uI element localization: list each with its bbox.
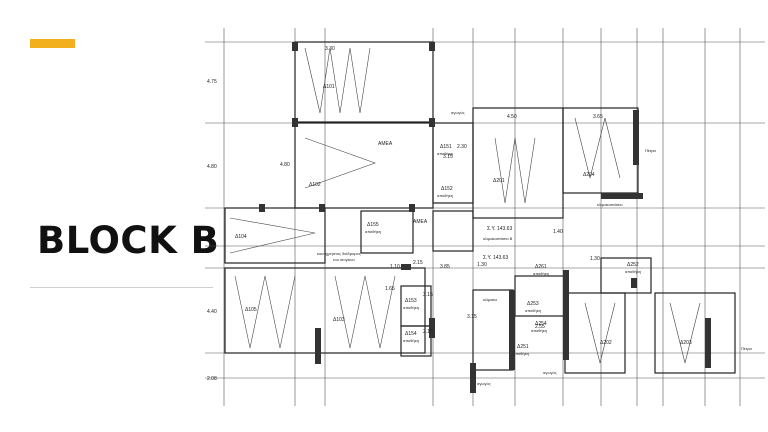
room-label: Δ154 bbox=[405, 331, 417, 337]
dim-label: 4.50 bbox=[507, 114, 517, 120]
dim-label: 2.15 bbox=[423, 329, 433, 335]
note-label: αγωγός bbox=[477, 381, 491, 386]
dim-label: 1.30 bbox=[590, 256, 600, 262]
note-label: του ισογείου bbox=[333, 257, 355, 262]
room-sublabel: αποθήκη bbox=[437, 193, 453, 198]
dim-label: 2.15 bbox=[413, 260, 423, 266]
dim-label: 3.30 bbox=[325, 46, 335, 52]
room-sublabel: αποθήκη bbox=[533, 271, 549, 276]
room-label: Δ254 bbox=[535, 321, 547, 327]
room-label: Δ155 bbox=[367, 222, 379, 228]
accent-bar bbox=[30, 39, 75, 48]
dim-label: 4.75 bbox=[207, 79, 217, 85]
room-sublabel: αποθήκη bbox=[525, 308, 541, 313]
stair-hatching bbox=[229, 47, 701, 364]
note-label: κλιμακοστάσιο bbox=[597, 202, 623, 207]
dim-label: 3.85 bbox=[440, 264, 450, 270]
room-sublabel: αποθήκη bbox=[625, 269, 641, 274]
room-sublabel: αποθήκη bbox=[437, 151, 453, 156]
dim-label: 1.65 bbox=[385, 286, 395, 292]
room-label: Δ152 bbox=[441, 186, 453, 192]
note-label: αγωγός bbox=[543, 370, 557, 375]
title-divider bbox=[30, 287, 213, 288]
room-label: ΑΜΕΑ bbox=[378, 141, 393, 147]
room-label: Δ151 bbox=[440, 144, 452, 150]
room-label: Δ102 bbox=[309, 182, 321, 188]
columns bbox=[259, 42, 711, 393]
room-label: Δ101 bbox=[323, 84, 335, 90]
room-sublabel: αποθήκη bbox=[403, 338, 419, 343]
dim-label: 4.40 bbox=[207, 309, 217, 315]
dim-label: 1.40 bbox=[553, 229, 563, 235]
walls bbox=[224, 41, 736, 374]
floor-plan: 4.75 4.80 4.40 2.08 3.30 4.50 3.65 4.80 … bbox=[205, 28, 765, 406]
note-label: αγωγός bbox=[451, 110, 465, 115]
note-label: κλίμακα bbox=[483, 297, 497, 302]
note-label: Πέτρα bbox=[741, 346, 753, 351]
room-label: Δ253 bbox=[527, 301, 539, 307]
dim-label: 2.08 bbox=[207, 376, 217, 382]
grid-lines bbox=[205, 28, 765, 406]
room-label: Δ203 bbox=[680, 340, 692, 346]
level-label: Σ.Υ. 143.63 bbox=[483, 255, 508, 261]
room-sublabel: αποθήκη bbox=[403, 305, 419, 310]
room-sublabel: αποθήκη bbox=[365, 229, 381, 234]
dim-label: 1.10 bbox=[390, 264, 400, 270]
room-label: Δ252 bbox=[627, 262, 639, 268]
note-label: Πέτρα bbox=[645, 148, 657, 153]
room-label: Δ103 bbox=[333, 317, 345, 323]
dim-label: 4.80 bbox=[207, 164, 217, 170]
dim-label: 2.55 bbox=[535, 324, 545, 330]
room-label: Δ153 bbox=[405, 298, 417, 304]
room-sublabel: αποθήκη bbox=[531, 328, 547, 333]
dim-label: 3.65 bbox=[593, 114, 603, 120]
room-label: ΑΜΕΑ bbox=[413, 219, 428, 225]
dim-label: 3.15 bbox=[467, 314, 477, 320]
room-sublabel: αποθήκη bbox=[513, 351, 529, 356]
dim-label: 2.30 bbox=[457, 144, 467, 150]
block-title: BLOCK B bbox=[37, 219, 220, 262]
dim-label: 4.80 bbox=[280, 162, 290, 168]
room-label: Δ202 bbox=[600, 340, 612, 346]
room-label: Δ251 bbox=[517, 344, 529, 350]
dim-label: 3.15 bbox=[443, 154, 453, 160]
dim-label: 1.30 bbox=[477, 262, 487, 268]
note-label: κοινόχρηστος διάδρομος bbox=[317, 251, 361, 256]
room-label: Δ104 bbox=[235, 234, 247, 240]
note-label: κλιμακοστάσιο Β bbox=[483, 236, 513, 241]
dim-label: 3.15 bbox=[423, 292, 433, 298]
room-label: Δ204 bbox=[583, 172, 595, 178]
room-label: Δ201 bbox=[493, 178, 505, 184]
room-label: Δ105 bbox=[245, 307, 257, 313]
room-label: Δ261 bbox=[535, 264, 547, 270]
level-label: Σ.Υ. 143.63 bbox=[487, 226, 512, 232]
